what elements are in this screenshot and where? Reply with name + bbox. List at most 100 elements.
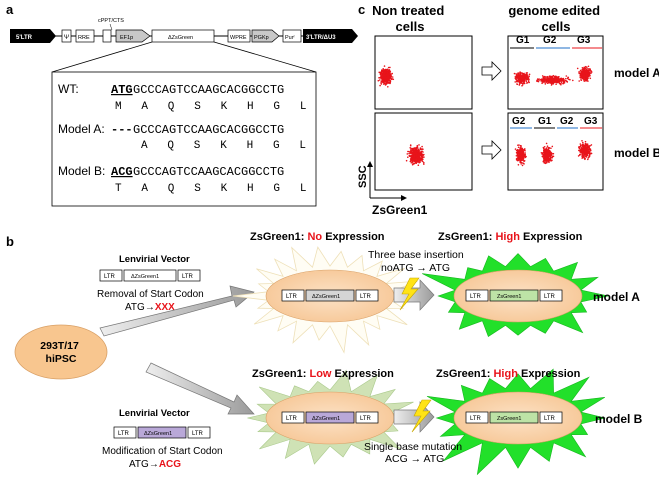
- event-dot: [546, 78, 549, 81]
- event-dot: [391, 76, 394, 78]
- event-dot: [518, 81, 521, 84]
- event-dot: [584, 158, 586, 161]
- event-dot: [559, 82, 562, 85]
- event-dot: [582, 69, 584, 71]
- event-dot: [561, 78, 564, 80]
- cell-line-1: 293T/17: [40, 340, 79, 352]
- event-dot: [550, 77, 552, 80]
- event-dot: [382, 73, 385, 76]
- event-dot: [387, 76, 389, 79]
- heading-suffix: Expression: [521, 368, 581, 380]
- event-dot: [563, 79, 565, 81]
- event-dot: [572, 79, 574, 82]
- event-dot: [543, 149, 545, 152]
- heading-level: No: [307, 231, 322, 243]
- flow-model-a-label: model A: [614, 66, 659, 80]
- flow-model-b-label: model B: [614, 146, 659, 160]
- event-dot: [551, 83, 553, 85]
- panel-b-label: b: [6, 234, 14, 249]
- event-dot: [413, 162, 416, 165]
- event-dot: [583, 75, 586, 77]
- event-dot: [408, 154, 411, 157]
- event-dot: [514, 148, 517, 150]
- event-dot: [387, 79, 390, 82]
- pur-label: Purʳ: [285, 34, 296, 41]
- event-dot: [405, 159, 408, 162]
- event-dot: [546, 75, 549, 78]
- event-dot: [520, 146, 522, 148]
- event-dot: [519, 144, 522, 147]
- wt-sequence: GCCCAGTCCAAGCACGGCCTG: [133, 83, 284, 97]
- event-dot: [582, 70, 584, 72]
- event-dot: [521, 78, 524, 80]
- vector-map: 5'LTR Ψ RRE cPPT/CTS EF1p ΔZsGreen WPRE …: [10, 18, 358, 73]
- event-dot: [524, 152, 526, 154]
- event-dot: [560, 82, 563, 84]
- event-dot: [414, 152, 417, 154]
- plot-untreated-a: [374, 35, 473, 110]
- event-dot: [547, 160, 550, 162]
- event-dot: [581, 67, 584, 69]
- ef1p-label: EF1p: [120, 35, 133, 41]
- event-dot: [519, 80, 521, 82]
- event-dot: [579, 143, 582, 145]
- event-dot: [520, 82, 522, 84]
- pgkp-label: PGKp: [254, 35, 269, 41]
- event-dot: [415, 150, 417, 152]
- event-dot: [588, 155, 591, 157]
- event-dot: [515, 155, 518, 157]
- event-dot: [585, 75, 588, 78]
- event-dot: [516, 155, 519, 157]
- event-dot: [544, 162, 547, 165]
- event-dot: [415, 155, 418, 157]
- cell-line-2: hiPSC: [46, 353, 77, 365]
- event-dot: [587, 80, 589, 82]
- event-dot: [543, 79, 546, 81]
- model-a-label: Model A:: [58, 122, 105, 136]
- gate-label: G3: [584, 116, 598, 127]
- event-dot: [387, 74, 389, 77]
- heading-prefix: ZsGreen1:: [252, 368, 309, 380]
- ltr3-label: 3'LTR/ΔU3: [306, 35, 336, 41]
- event-dot: [527, 79, 530, 81]
- event-dot: [545, 161, 548, 163]
- event-dot: [388, 73, 390, 75]
- removal-code: ATG→XXX: [125, 302, 175, 313]
- event-dot: [542, 151, 545, 154]
- removal-prefix: ATG→: [125, 302, 155, 313]
- event-dot: [582, 74, 585, 77]
- vector-construct-bottom: LTR ΔZsGreen1 LTR: [113, 426, 211, 439]
- event-dot: [544, 75, 546, 78]
- event-dot: [525, 74, 527, 76]
- event-dot: [519, 147, 521, 149]
- event-dot: [383, 65, 386, 67]
- event-dot: [581, 157, 583, 159]
- event-dot: [583, 80, 585, 82]
- event-dot: [518, 151, 521, 154]
- event-dot: [517, 73, 520, 75]
- event-dot: [560, 80, 562, 83]
- event-dot: [513, 72, 516, 75]
- event-dot: [423, 163, 425, 165]
- event-dot: [585, 68, 588, 70]
- event-dot: [586, 143, 588, 145]
- vec-title-bottom: Lenvirial Vector: [119, 408, 190, 419]
- event-dot: [408, 152, 410, 155]
- lightning-icon: [399, 277, 420, 311]
- event-dot: [388, 77, 391, 79]
- event-dot: [514, 81, 516, 83]
- event-dot: [417, 157, 419, 159]
- event-dot: [584, 65, 587, 68]
- event-dot: [381, 75, 384, 78]
- construct-high-b: LTR ZsGreen1 LTR: [465, 411, 563, 424]
- sequence-alignment: WT: ATG GCCCAGTCCAAGCACGGCCTG M A Q S K …: [58, 82, 306, 195]
- event-dot: [586, 73, 588, 76]
- event-dot: [417, 164, 420, 166]
- event-dot: [407, 150, 409, 153]
- wt-label: WT:: [58, 82, 79, 96]
- gates-model-b: G2 G1 G2 G3: [510, 116, 602, 129]
- event-dot: [555, 81, 558, 84]
- event-dot: [541, 82, 543, 85]
- event-dot: [585, 70, 587, 72]
- event-dot: [524, 150, 526, 152]
